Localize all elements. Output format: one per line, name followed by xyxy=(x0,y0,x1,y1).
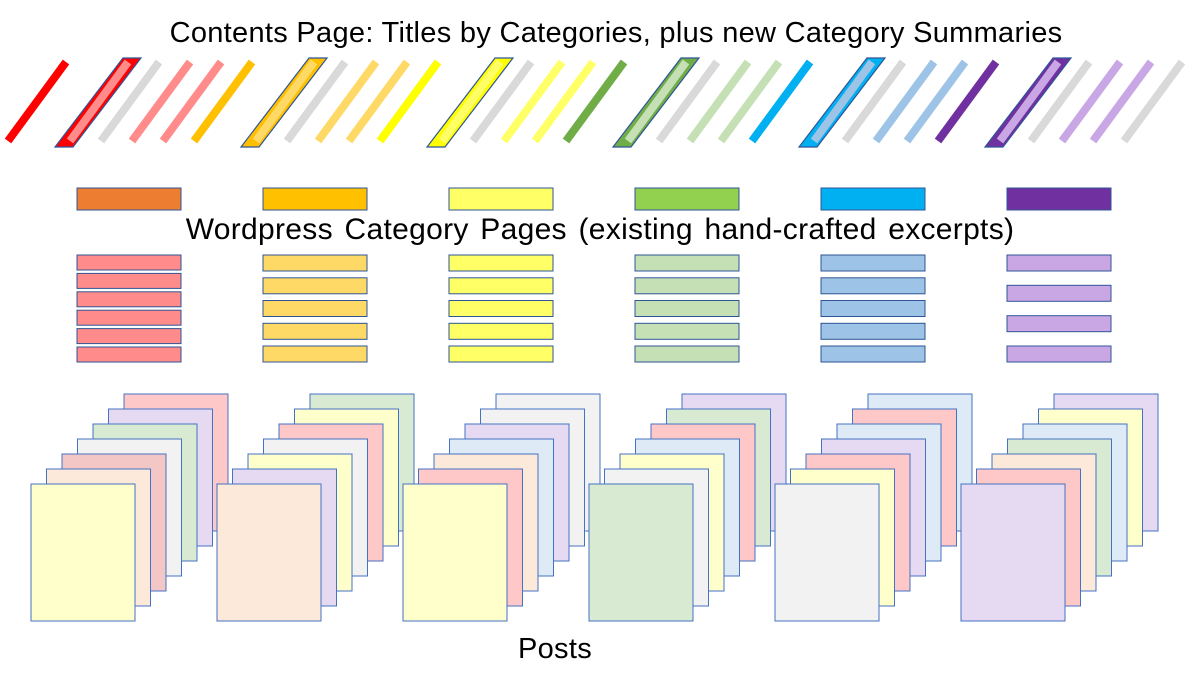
title-stripe-2-3 xyxy=(252,59,318,144)
excerpt-bar-2-1 xyxy=(262,254,368,272)
post-page-6-1 xyxy=(960,483,1066,622)
excerpt-bar-4-5 xyxy=(634,345,740,363)
category-pages-bars xyxy=(76,187,1112,363)
title-stripe-5-3 xyxy=(810,59,876,144)
excerpt-bar-5-2 xyxy=(820,277,926,295)
title-stripe-3-1 xyxy=(376,59,442,144)
contents-page-stripes xyxy=(4,57,1186,148)
category-header-bar-4 xyxy=(634,187,740,211)
excerpt-bar-2-2 xyxy=(262,277,368,295)
title-stripe-2-5 xyxy=(314,59,380,144)
excerpt-bar-3-2 xyxy=(448,277,554,295)
excerpt-bar-3-4 xyxy=(448,322,554,340)
title-stripe-3-4 xyxy=(469,59,535,144)
title-stripe-5-6 xyxy=(903,59,969,144)
category-header-bar-6 xyxy=(1006,187,1112,211)
category-header-bar-3 xyxy=(448,187,554,211)
title-stripe-6-6 xyxy=(1089,59,1155,144)
post-page-4-1 xyxy=(588,483,694,622)
title-stripe-4-6 xyxy=(717,59,783,144)
excerpt-bar-2-5 xyxy=(262,345,368,363)
title-stripe-5-4 xyxy=(841,59,907,144)
excerpt-bar-3-3 xyxy=(448,300,554,317)
title-stripe-1-5 xyxy=(128,59,194,144)
title-stripe-5-1 xyxy=(748,59,814,144)
posts-stacks xyxy=(30,393,1159,622)
excerpt-bar-5-1 xyxy=(820,254,926,272)
category-header-bar-2 xyxy=(262,187,368,211)
title-stripe-6-7 xyxy=(1120,59,1186,144)
category-header-bar-5 xyxy=(820,187,926,211)
title-stripe-4-4 xyxy=(655,59,721,144)
excerpt-bar-1-5 xyxy=(76,328,182,345)
excerpt-bar-6-2 xyxy=(1006,284,1112,302)
excerpt-bar-6-1 xyxy=(1006,254,1112,272)
post-page-2-1 xyxy=(216,483,322,622)
title-stripe-4-5 xyxy=(686,59,752,144)
title-stripe-3-6 xyxy=(531,59,597,144)
post-page-3-1 xyxy=(402,483,508,622)
title-stripe-4-1 xyxy=(562,59,628,144)
excerpt-bar-4-3 xyxy=(634,300,740,317)
excerpt-bar-2-3 xyxy=(262,300,368,317)
title-stripe-1-6 xyxy=(159,59,225,144)
excerpt-bar-3-5 xyxy=(448,345,554,363)
title-stripe-6-4 xyxy=(1027,59,1093,144)
excerpt-bar-5-3 xyxy=(820,300,926,317)
title-stripe-1-1 xyxy=(4,59,70,144)
excerpt-bar-5-4 xyxy=(820,322,926,340)
posts-title: Posts xyxy=(517,633,593,665)
excerpt-bar-5-5 xyxy=(820,345,926,363)
excerpt-bar-1-2 xyxy=(76,272,182,289)
title-stripe-1-4 xyxy=(97,59,163,144)
title-stripe-2-6 xyxy=(345,59,411,144)
excerpt-bar-1-1 xyxy=(76,254,182,271)
excerpt-bar-1-6 xyxy=(76,346,182,363)
category-header-bar-1 xyxy=(76,187,182,211)
post-page-1-1 xyxy=(30,483,136,622)
title-stripe-6-5 xyxy=(1058,59,1124,144)
title-stripe-1-3 xyxy=(66,59,132,144)
excerpt-bar-1-3 xyxy=(76,291,182,308)
title-stripe-3-3 xyxy=(438,59,504,144)
title-stripe-6-3 xyxy=(996,59,1062,144)
excerpt-bar-4-1 xyxy=(634,254,740,272)
title-stripe-4-3 xyxy=(624,59,690,144)
excerpt-bar-6-3 xyxy=(1006,315,1112,333)
excerpt-bar-3-1 xyxy=(448,254,554,272)
post-page-5-1 xyxy=(774,483,880,622)
contents-page-title: Contents Page: Titles by Categories, plu… xyxy=(169,17,1063,49)
excerpt-bar-6-4 xyxy=(1006,345,1112,363)
excerpt-bar-1-4 xyxy=(76,309,182,326)
title-stripe-2-4 xyxy=(283,59,349,144)
title-stripe-2-1 xyxy=(190,59,256,144)
title-stripe-3-5 xyxy=(500,59,566,144)
excerpt-bar-2-4 xyxy=(262,322,368,340)
excerpt-bar-4-4 xyxy=(634,322,740,340)
title-stripe-6-1 xyxy=(934,59,1000,144)
excerpt-bar-4-2 xyxy=(634,277,740,295)
title-stripe-5-5 xyxy=(872,59,938,144)
category-pages-title: Wordpress Category Pages (existing hand-… xyxy=(185,213,1015,246)
